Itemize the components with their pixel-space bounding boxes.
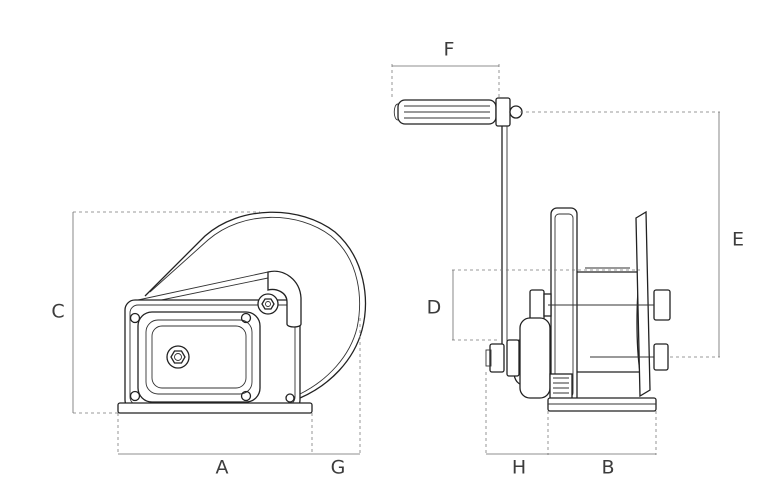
cover-plate-outer [137,311,261,403]
dimension-label-d: D [426,296,442,319]
center-nut-hole [174,353,182,361]
upper-tie-bolt-nut-right [653,289,671,321]
drum-guard-outline [144,211,367,399]
center-hub [166,345,190,369]
pawl-bolt-washer [257,293,279,315]
dimension-label-a: A [215,456,229,479]
shaft-nut [489,343,505,373]
base-bolt-hole [285,393,295,403]
center-hex-nut [170,350,186,364]
cover-plate-recess [151,325,247,389]
handle-hub [495,97,511,127]
dimension-label-f: F [443,38,455,61]
drum-guard-inner [149,216,361,395]
cover-plate-inner [145,319,253,395]
dimension-label-e: E [731,228,745,251]
corner-bolt [240,390,252,402]
dimension-label-h: H [511,456,527,479]
dimension-label-g: G [330,456,346,479]
winch-side-view [117,211,367,414]
left-view-dimensions [72,211,361,455]
drum-flange-right [635,210,651,398]
dimension-label-b: B [601,456,615,479]
gear-cover [519,317,551,399]
winch-front-view [393,97,671,412]
pawl-bolt-center [265,301,271,307]
base-plate [117,402,313,414]
shaft-collar [506,339,520,377]
corner-bolt [240,312,252,324]
lower-tie-bolt-nut [653,343,669,371]
gear-housing [124,299,301,411]
pawl-bolt-nut [261,298,275,310]
corner-bolt [129,390,141,402]
corner-bolt [129,312,141,324]
right-view-dimensions [391,64,720,455]
upper-tie-bolt-nut-left [529,289,545,321]
dimension-label-c: C [51,300,65,323]
housing-slope [137,271,269,301]
pawl-lever [267,270,302,328]
front-base-plate [547,397,657,412]
